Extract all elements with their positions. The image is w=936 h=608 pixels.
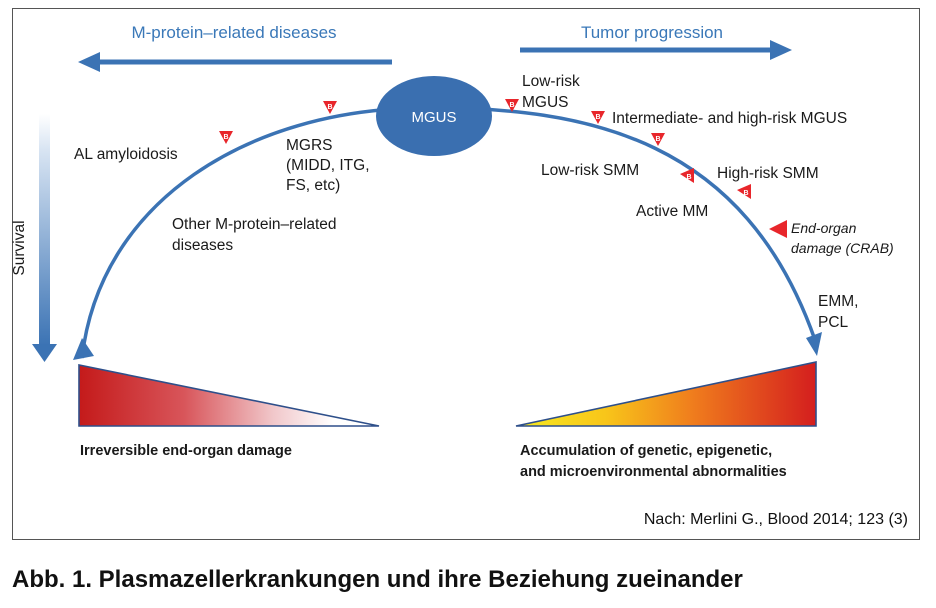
right-abnormality-wedge (515, 361, 817, 427)
end-organ-pointer-icon (769, 220, 787, 238)
mgrs-label-3: FS, etc) (286, 177, 340, 194)
low-risk-mgus-label-2: MGUS (522, 94, 569, 111)
survival-label: Survival (11, 220, 28, 275)
marker-low-risk-mgus: B (505, 99, 519, 112)
left-header-arrow (78, 52, 392, 72)
marker-al-amyloidosis: B (219, 131, 233, 144)
right-header-arrow (520, 40, 792, 60)
mgrs-label-2: (MIDD, ITG, (286, 157, 370, 174)
svg-text:B: B (509, 102, 514, 109)
mgrs-label-1: MGRS (286, 137, 333, 154)
source-citation: Nach: Merlini G., Blood 2014; 123 (3) (644, 511, 908, 528)
int-high-risk-mgus-label: Intermediate- and high-risk MGUS (612, 110, 847, 127)
left-header-label: M-protein–related diseases (131, 23, 336, 42)
other-diseases-label-1: Other M-protein–related (172, 216, 337, 233)
marker-low-risk-smm: B (651, 133, 665, 146)
marker-high-risk-smm: B (737, 184, 751, 199)
emm-label-2: PCL (818, 314, 849, 331)
al-amyloidosis-label: AL amyloidosis (74, 146, 178, 163)
left-wedge-label: Irreversible end-organ damage (80, 443, 292, 459)
end-organ-label-2: damage (CRAB) (791, 240, 894, 256)
active-mm-label: Active MM (636, 203, 708, 220)
low-risk-smm-label: Low-risk SMM (541, 162, 639, 179)
svg-text:B: B (743, 190, 748, 197)
arc-right-arrowhead (806, 332, 822, 356)
mgus-node (376, 76, 492, 156)
svg-text:B: B (223, 134, 228, 141)
svg-text:B: B (595, 114, 600, 121)
marker-mgrs: B (323, 101, 337, 114)
svg-text:B: B (327, 104, 332, 111)
svg-text:B: B (686, 174, 691, 181)
emm-label-1: EMM, (818, 293, 858, 310)
high-risk-smm-label: High-risk SMM (717, 165, 819, 182)
survival-arrow (32, 114, 57, 362)
low-risk-mgus-label-1: Low-risk (522, 73, 580, 90)
marker-active-mm: B (680, 168, 694, 183)
marker-int-high-risk-mgus: B (591, 111, 605, 124)
left-damage-wedge (78, 364, 380, 427)
right-wedge-label-2: and microenvironmental abnormalities (520, 464, 787, 480)
other-diseases-label-2: diseases (172, 237, 233, 254)
end-organ-label-1: End-organ (791, 220, 857, 236)
svg-text:B: B (655, 136, 660, 143)
right-wedge-label-1: Accumulation of genetic, epigenetic, (520, 443, 772, 459)
right-header-label: Tumor progression (581, 23, 723, 42)
figure-caption: Abb. 1. Plasmazellerkrankungen und ihre … (12, 566, 743, 593)
arc-left-arrowhead (73, 338, 94, 360)
mgus-label: MGUS (412, 109, 457, 126)
